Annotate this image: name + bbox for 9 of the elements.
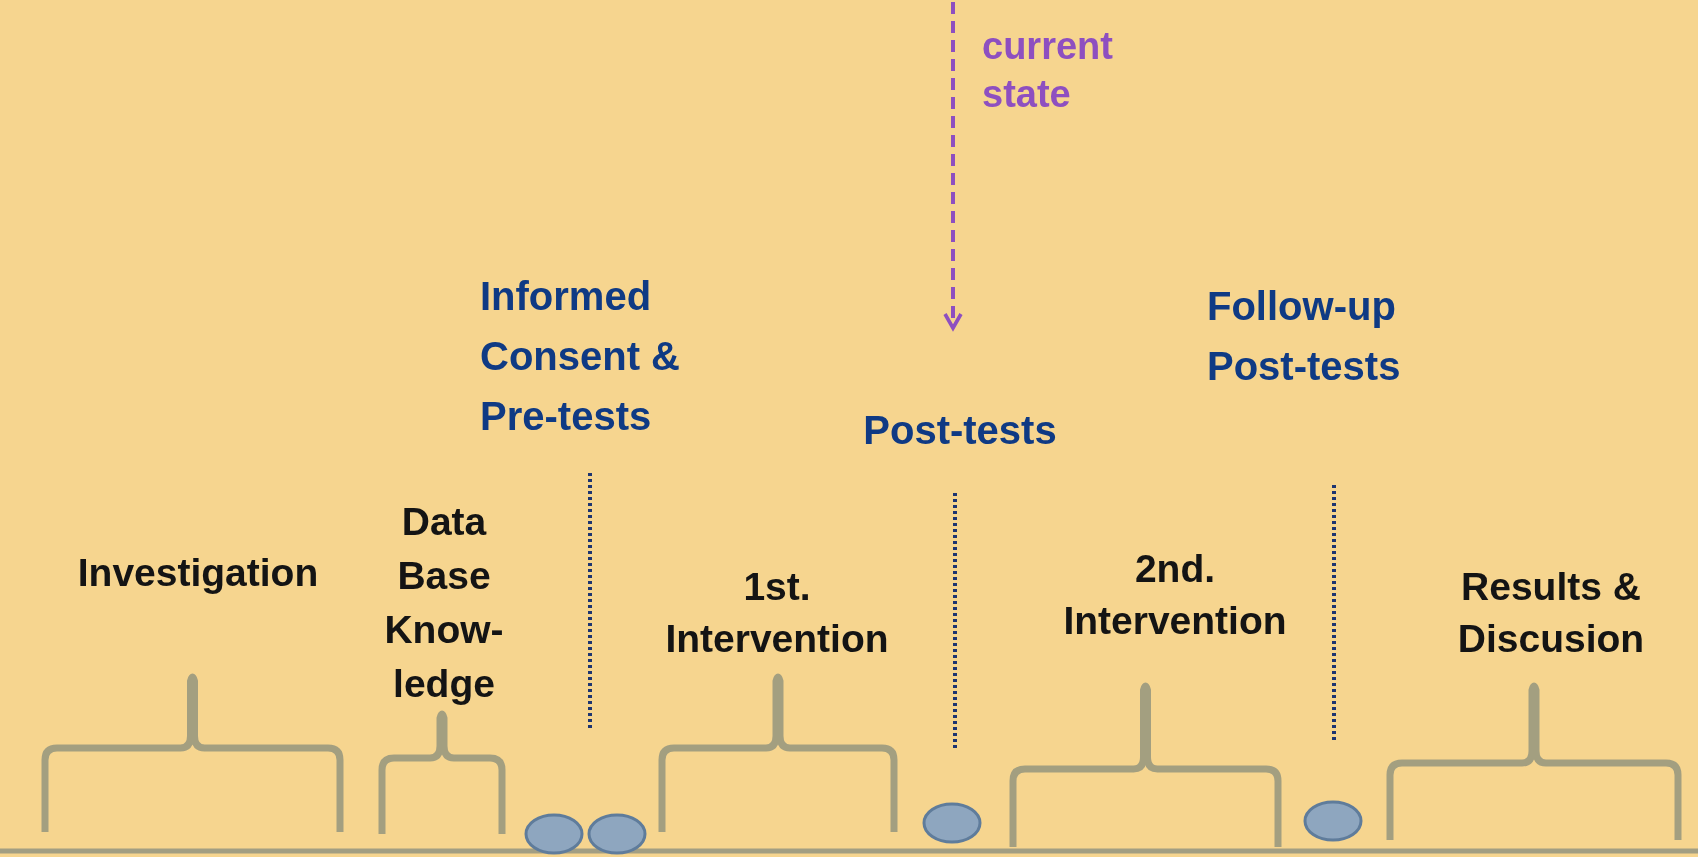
milestone-label: Follow-up Post-tests (1207, 283, 1402, 390)
milestone-label: Post-tests (862, 407, 1058, 454)
phase-label: 2nd. Intervention (1062, 546, 1288, 644)
phase-label: 1st. Intervention (664, 564, 890, 662)
phase-label: Investigation (76, 550, 320, 596)
phase-label: Results & Discusion (1456, 564, 1646, 662)
milestone-label: Informed Consent & Pre-tests (480, 273, 681, 440)
status-note: current state (982, 24, 1114, 117)
phase-label: Data Base Know- ledge (384, 499, 504, 707)
